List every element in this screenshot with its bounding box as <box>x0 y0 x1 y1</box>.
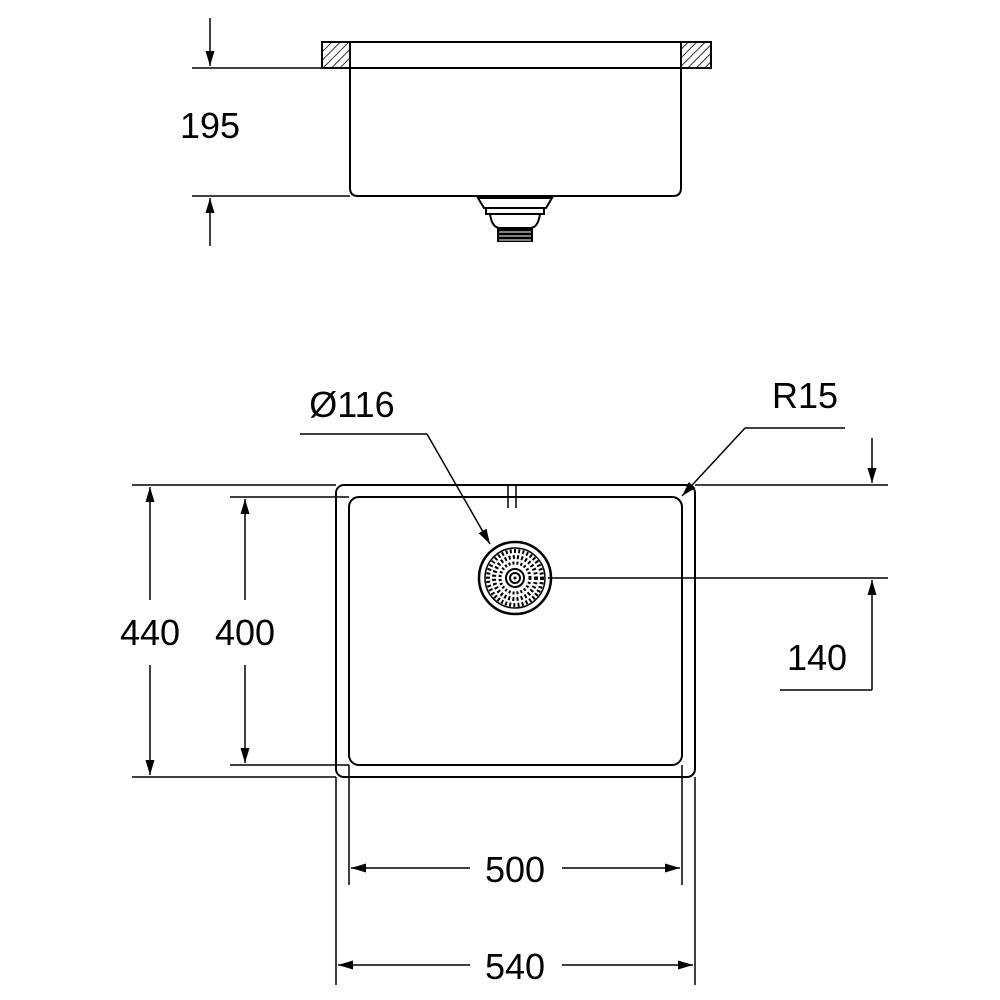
countertop-left-section <box>321 41 351 69</box>
corner-radius-label: R15 <box>772 375 838 416</box>
sink-inner-bowl <box>348 496 683 766</box>
drain-fitting-side <box>476 197 554 242</box>
sink-outer-rim <box>335 484 696 778</box>
inner-depth-label: 400 <box>215 612 275 653</box>
drain-offset-label: 140 <box>787 637 847 678</box>
side-view: 195 <box>180 18 712 246</box>
outer-width-label: 540 <box>485 946 545 987</box>
drain-strainer-icon <box>477 540 553 616</box>
inner-width-label: 500 <box>485 849 545 890</box>
top-view: Ø116 R15 440 400 140 500 <box>120 375 888 987</box>
outer-depth-label: 440 <box>120 612 180 653</box>
countertop-right-section <box>680 41 712 69</box>
center-mark <box>497 486 527 508</box>
sink-bowl-side <box>349 68 682 197</box>
drain-diameter-label: Ø116 <box>309 384 394 425</box>
depth-dimension-label: 195 <box>180 105 240 146</box>
